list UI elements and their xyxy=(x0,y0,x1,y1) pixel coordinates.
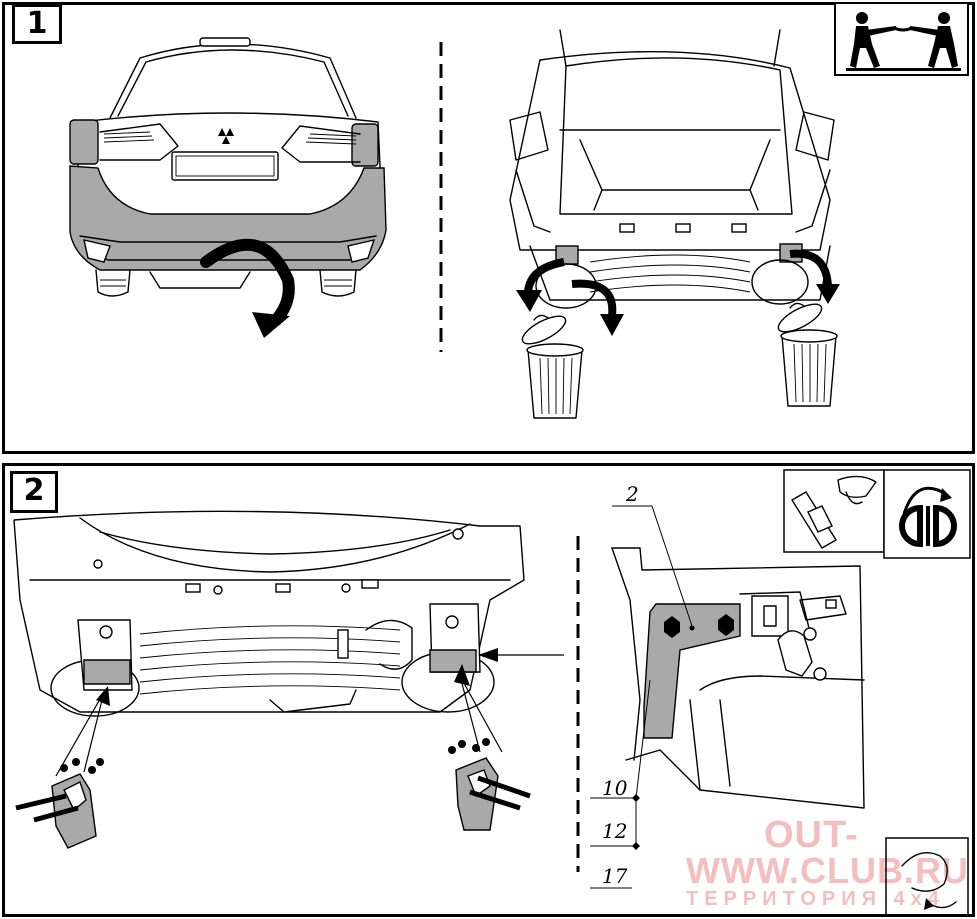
part-label-12: 12 xyxy=(602,819,628,843)
step-2-number: 2 xyxy=(10,471,58,513)
watermark-line-1: OUT- xyxy=(764,814,859,856)
step-1-number: 1 xyxy=(12,4,62,44)
watermark-line-2: WWW.CLUB.RU xyxy=(686,850,969,891)
part-label-17: 17 xyxy=(602,864,628,888)
part-label-10: 10 xyxy=(602,776,628,800)
part-label-2: 2 xyxy=(626,482,639,506)
watermark-line-3: ТЕРРИТОРИЯ 4x4 xyxy=(686,888,945,910)
two-persons-lifting-icon xyxy=(834,2,969,76)
